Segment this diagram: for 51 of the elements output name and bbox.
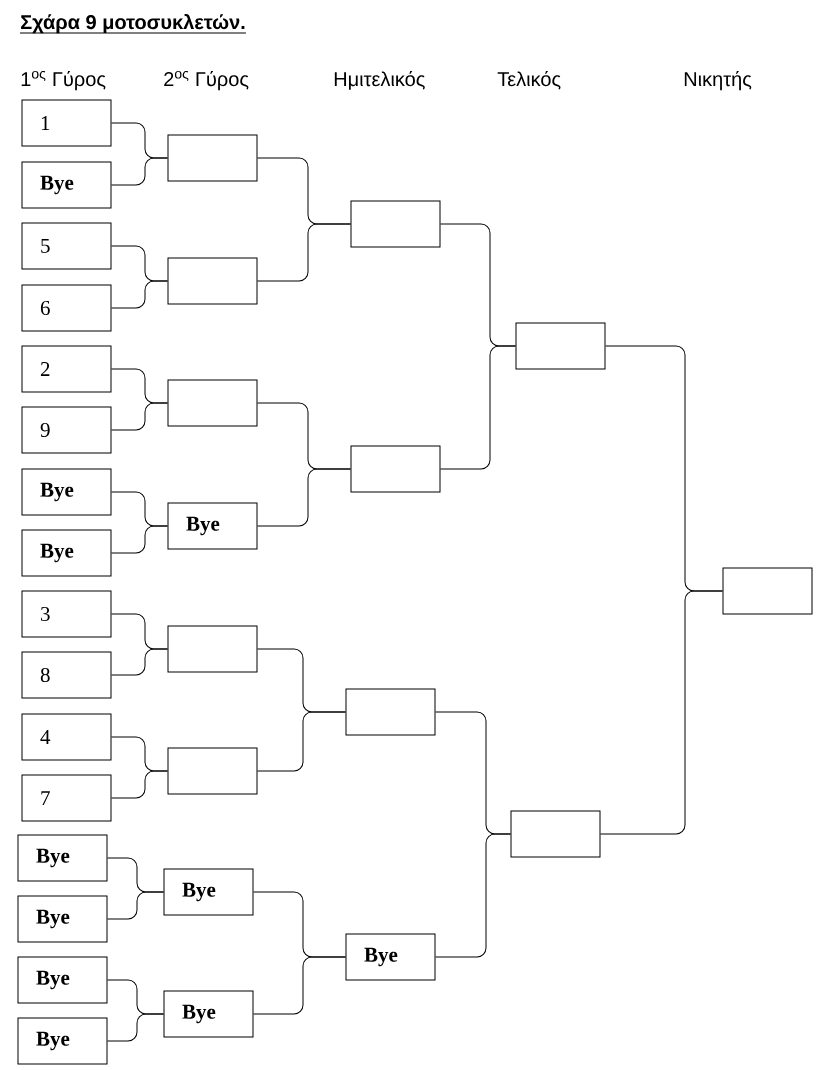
bracket-line [111, 525, 168, 554]
bracket-box [167, 134, 258, 182]
bracket-box: Bye [17, 834, 108, 882]
bracket-box: Bye [17, 956, 108, 1004]
bracket-box [345, 688, 436, 736]
bracket-line [257, 711, 346, 772]
bracket-box [167, 379, 258, 427]
column-heading: Νικητής [684, 70, 752, 91]
column-heading: Τελικός [497, 70, 561, 90]
bracket-box: 8 [21, 651, 112, 699]
bracket-line [253, 956, 346, 1015]
bracket-line [257, 223, 351, 282]
bracket-box [167, 257, 258, 305]
bracket-box [510, 810, 601, 858]
bracket-box: Bye [21, 161, 112, 209]
column-heading: 2$^{ος}$ Γύρος [164, 70, 249, 91]
bracket-box: 7 [21, 774, 112, 822]
bracket-box: Bye [17, 1017, 108, 1065]
bracket-box: Bye [163, 868, 254, 916]
column-heading: Ημιτελικός [334, 70, 425, 90]
bracket-line [111, 402, 168, 431]
bracket-box [350, 200, 441, 248]
bracket-line [440, 345, 516, 470]
bracket-box: 4 [21, 713, 112, 761]
bracket-box: 9 [21, 406, 112, 454]
bracket-box: Bye [167, 502, 258, 550]
bracket-box: Bye [21, 529, 112, 577]
bracket-box [167, 747, 258, 795]
bracket-box [515, 322, 606, 370]
bracket-line [111, 648, 168, 676]
bracket-box: Bye [17, 895, 108, 943]
bracket-box: Bye [21, 468, 112, 516]
bracket-box [722, 567, 813, 615]
bracket-box: Bye [345, 933, 436, 981]
bracket-line [435, 833, 511, 958]
bracket-line [111, 280, 168, 309]
bracket-box: 6 [21, 284, 112, 332]
bracket-box: 3 [21, 590, 112, 638]
bracket-line [600, 590, 723, 835]
bracket-box [350, 445, 441, 493]
bracket-box: 5 [21, 222, 112, 270]
bracket-line [257, 468, 351, 527]
bracket-line [111, 157, 168, 186]
bracket-box [167, 625, 258, 673]
bracket-line [111, 770, 168, 799]
bracket-box: 1 [21, 99, 112, 147]
title: Σχάρα 9 μοτοσυκλετών. [19, 14, 247, 34]
bracket-line [107, 1013, 164, 1042]
bracket-box: 2 [21, 345, 112, 393]
bracket-box: Bye [163, 990, 254, 1038]
bracket-line [107, 891, 164, 920]
